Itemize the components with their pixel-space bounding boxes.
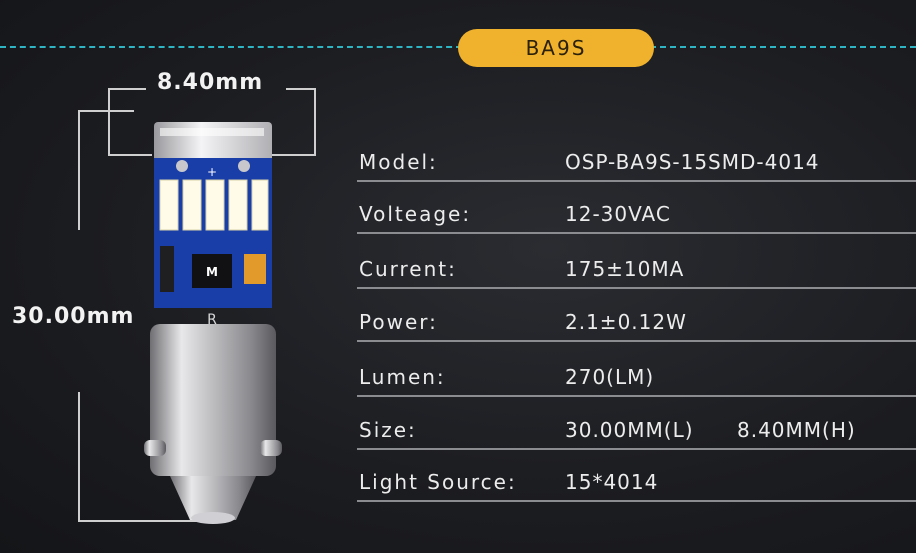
dim-left-tick-top — [78, 110, 134, 112]
dim-top-tick-left — [108, 88, 110, 156]
led-chip-4 — [228, 179, 248, 231]
pcb-plus-mark: + — [207, 165, 217, 179]
dim-top-line-right — [286, 88, 316, 90]
bayonet-pin-right — [260, 440, 282, 456]
spec-rule — [357, 340, 916, 342]
spec-label: Model: — [359, 150, 438, 174]
spec-value-secondary: 8.40MM(H) — [737, 418, 856, 442]
dim-left-line-top — [78, 110, 80, 230]
spec-value: 175±10MA — [565, 257, 685, 281]
pcb-solder-pad-right — [238, 160, 250, 172]
spec-label: Lumen: — [359, 365, 446, 389]
spec-row-current: Current: 175±10MA — [357, 257, 916, 309]
spec-row-voltage: Volteage: 12-30VAC — [357, 202, 916, 254]
dim-top-foot-right — [272, 154, 316, 156]
spec-rule — [357, 287, 916, 289]
height-dimension-label: 30.00mm — [12, 304, 135, 329]
spec-rule — [357, 232, 916, 234]
header-dash-right — [650, 46, 916, 48]
led-chip-1 — [159, 179, 179, 231]
spec-row-model: Model: OSP-BA9S-15SMD-4014 — [357, 150, 916, 202]
spec-rule — [357, 500, 916, 502]
bulb-contact-tip — [191, 512, 235, 524]
spec-value: 270(LM) — [565, 365, 655, 389]
header-dash-left — [0, 46, 462, 48]
led-chip-5 — [251, 179, 269, 231]
led-bulb-image: + M R — [144, 122, 282, 524]
width-dimension-label: 8.40mm — [157, 70, 264, 95]
spec-rule — [357, 448, 916, 450]
spec-rule — [357, 180, 916, 182]
dim-left-tick-bottom — [78, 520, 220, 522]
bayonet-pin-left — [144, 440, 166, 456]
spec-row-size: Size: 30.00MM(L) 8.40MM(H) — [357, 418, 916, 470]
pcb-solder-pad-left — [176, 160, 188, 172]
pcb-resistor — [160, 246, 174, 292]
spec-value: 15*4014 — [565, 470, 659, 494]
led-chip-3 — [205, 179, 225, 231]
spec-label: Current: — [359, 257, 457, 281]
spec-label: Size: — [359, 418, 417, 442]
pcb-driver-ic — [192, 254, 232, 288]
bulb-cap-highlight — [160, 128, 264, 136]
bulb-metal-base — [150, 324, 276, 476]
spec-label: Light Source: — [359, 470, 517, 494]
pcb-capacitor — [244, 254, 266, 284]
led-chip-2 — [182, 179, 202, 231]
spec-value: 30.00MM(L) — [565, 418, 694, 442]
model-title-badge: BA9S — [458, 29, 654, 67]
pcb-r-mark: R — [207, 312, 217, 328]
model-title: BA9S — [525, 36, 587, 60]
spec-value: OSP-BA9S-15SMD-4014 — [565, 150, 820, 174]
dim-left-line-bottom — [78, 392, 80, 522]
dim-top-foot-left — [108, 154, 152, 156]
spec-label: Power: — [359, 310, 438, 334]
spec-value: 2.1±0.12W — [565, 310, 687, 334]
pcb-chip-mark: M — [206, 265, 218, 279]
dim-top-tick-right — [314, 88, 316, 156]
spec-row-lumen: Lumen: 270(LM) — [357, 365, 916, 417]
spec-label: Volteage: — [359, 202, 472, 226]
spec-rule — [357, 395, 916, 397]
dim-top-line-left — [108, 88, 146, 90]
spec-value: 12-30VAC — [565, 202, 671, 226]
spec-row-light-source: Light Source: 15*4014 — [357, 470, 916, 522]
spec-row-power: Power: 2.1±0.12W — [357, 310, 916, 362]
bulb-bottom-contact — [170, 476, 256, 520]
